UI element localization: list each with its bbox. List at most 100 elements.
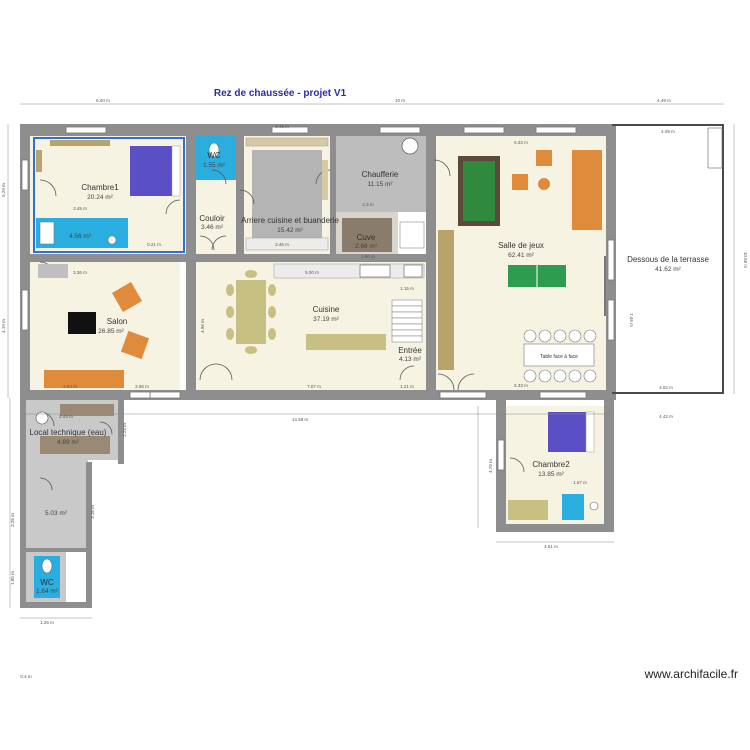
chambre2-shower (562, 494, 584, 520)
room-name: Chaufferie (362, 170, 399, 179)
salon-floor (30, 262, 180, 390)
chambre2-sink-icon (589, 501, 599, 511)
arriere-shelf (322, 160, 328, 200)
kitchen-island (306, 334, 386, 350)
salon-armchair-1 (111, 281, 143, 313)
boiler-icon (401, 137, 419, 155)
dimension-label: 3.16 m (90, 505, 95, 519)
dimension-label: 4.51 m (544, 544, 558, 549)
dimension-label: 3.45 m (275, 242, 289, 247)
dimension-label: 1.26 m (40, 620, 54, 625)
local-rug-2 (40, 436, 110, 454)
dimension-label: 6.33 m (514, 140, 528, 145)
dimension-label: 4.19 m (1, 319, 6, 333)
dimension-label: 1.21 m (400, 384, 414, 389)
local-rug (60, 404, 114, 416)
stair-block-icon (399, 221, 425, 249)
salon-sofa (44, 370, 124, 388)
room-area: 41.62 m² (655, 266, 681, 273)
dimension-label: 7.07 m (307, 384, 321, 389)
room-area: 13.85 m² (538, 471, 564, 478)
dimension-label: 4.09 m (661, 129, 675, 134)
room-name: WC (40, 578, 54, 587)
room-area: 2.66 m² (355, 243, 378, 250)
room-name: Local technique (eau) (30, 428, 107, 437)
dimension-label: 2.3 m (362, 202, 374, 207)
room-area: 26.85 m² (98, 328, 124, 335)
room-name: Salle de jeux (498, 241, 544, 250)
room-area: 15.42 m² (277, 227, 303, 234)
dimension-label: 4.96 m (200, 319, 205, 333)
armchair-1 (536, 150, 552, 166)
watermark: www.archifacile.fr (644, 667, 738, 681)
chambre1-wardrobe (50, 140, 110, 146)
room-name: Couloir (199, 214, 225, 223)
chambre1-outline (33, 137, 185, 253)
room-area: 4.89 m² (57, 439, 80, 446)
dimension-label: 1.85 m (10, 571, 15, 585)
kitchen-stove-icon (403, 264, 423, 278)
room-area: 4.13 m² (399, 356, 422, 363)
kitchen-counter (273, 263, 425, 279)
chambre2-desk (508, 500, 548, 520)
dimension-label: 5.29 m (1, 183, 6, 197)
chambre1-cabinet (36, 150, 42, 172)
shower-icon (39, 221, 55, 245)
salle-radiator (604, 256, 606, 316)
room-name: Salon (107, 317, 127, 326)
dining-table (236, 280, 266, 344)
salon-fireplace (38, 264, 68, 278)
dimension-label: 4.42 m (659, 414, 673, 419)
kitchen-sink-icon (359, 264, 391, 278)
room-name: Cuisine (313, 305, 340, 314)
water-tank-icon (35, 411, 49, 425)
wall-outlines (612, 124, 724, 394)
salon-tv (68, 312, 96, 334)
room-area: 1.55 m² (203, 162, 226, 169)
dimension-label: 1.15 m (400, 286, 414, 291)
dimension-label: 4.49 m (657, 98, 671, 103)
cuisine-floor (196, 262, 426, 390)
armchair-2 (512, 174, 528, 190)
cuve-rug (342, 218, 392, 252)
room-name: Dessous de la terrasse (627, 255, 709, 264)
dimension-label: 4.76 m (488, 459, 493, 473)
salon-armchair-2 (120, 330, 150, 360)
salle-bench (438, 230, 454, 370)
toilet-icon (208, 142, 220, 158)
dimension-label: 1.67 m (573, 480, 587, 485)
room-area: 4.56 m² (69, 233, 92, 240)
dimension-label: 2.24 m (122, 423, 127, 437)
arriere-counter (245, 137, 329, 147)
door-swings (39, 159, 525, 491)
dimension-label: 14.58 m (292, 417, 309, 422)
dimension-label: 6.40 m (96, 98, 110, 103)
annex-floor (26, 460, 88, 548)
dimension-label: 3.26 m (10, 513, 15, 527)
chairs-top (523, 329, 597, 383)
room-area: 37.19 m² (313, 316, 339, 323)
chambre1-bed (130, 146, 174, 196)
table-face-a-face (523, 343, 595, 367)
dimension-label: 5.00 m (305, 270, 319, 275)
dimension-label: 10.56 m (743, 252, 748, 269)
stairs (391, 299, 423, 343)
windows (21, 126, 615, 471)
dimension-label: 3.45 m (73, 206, 87, 211)
terrasse-sink-icon (707, 127, 723, 169)
dimension-label: 2.63 m (63, 384, 77, 389)
couloir-floor (196, 180, 236, 254)
dimension-label: 1.90 m (361, 254, 375, 259)
room-area: 3.46 m² (201, 224, 224, 231)
chambre1-pillows (171, 145, 181, 197)
dimension-label: 10 m (395, 98, 405, 103)
dimension-label: 6.33 m (514, 383, 528, 388)
room-area: 1.64 m² (36, 588, 59, 595)
dimension-label: 2.66 m (135, 384, 149, 389)
room-name: Cuve (357, 233, 376, 242)
pool-table-felt (463, 161, 495, 221)
wc2-toilet-icon (41, 558, 53, 574)
room-name: Chambre1 (81, 183, 119, 192)
dimension-label: 3.45 m (275, 124, 289, 129)
room-name: Entrée (398, 346, 422, 355)
